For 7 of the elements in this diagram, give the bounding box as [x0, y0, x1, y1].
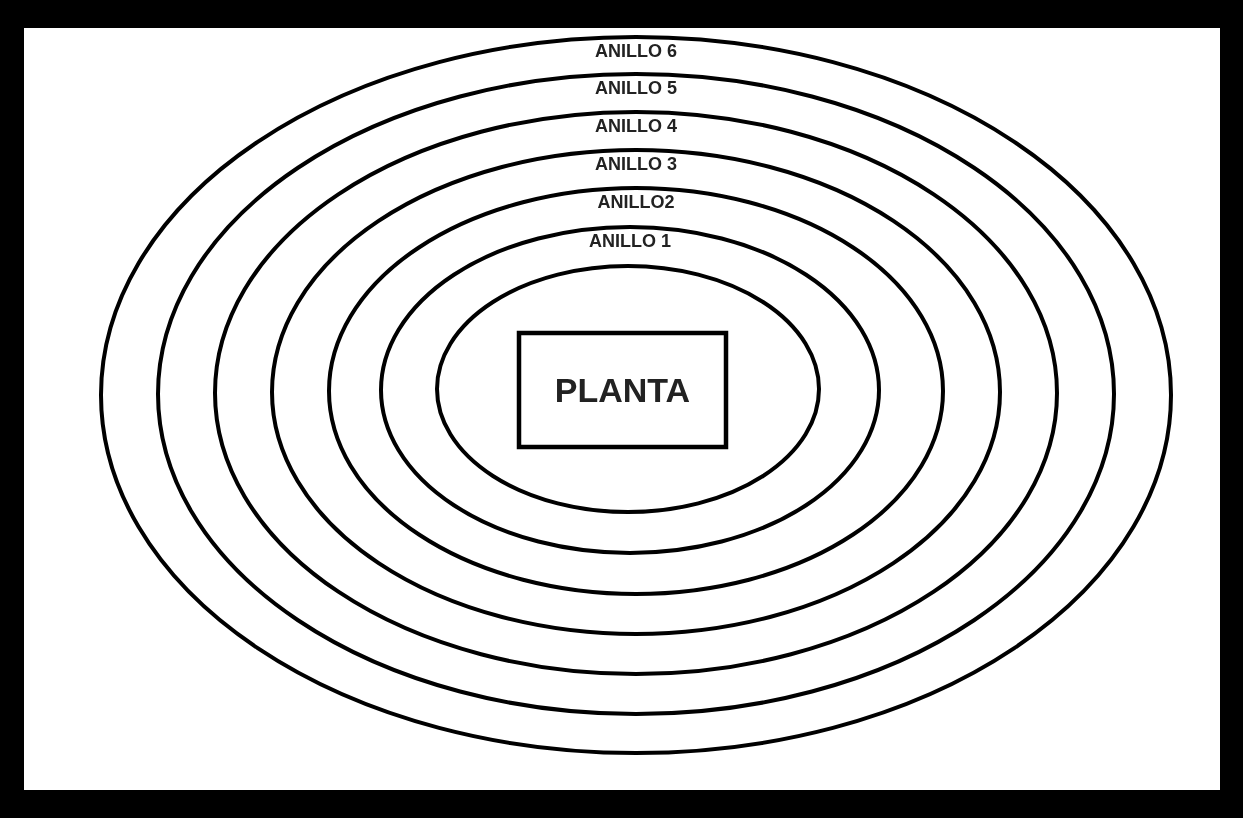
ring-label: ANILLO2 — [597, 192, 675, 213]
ring-label: ANILLO 1 — [589, 231, 671, 252]
ring-label: ANILLO 6 — [595, 41, 677, 62]
ring-label: ANILLO 4 — [595, 116, 677, 137]
ring-label: ANILLO 5 — [595, 78, 677, 99]
box-label: PLANTA — [554, 370, 691, 410]
ring-label: ANILLO 3 — [595, 154, 677, 175]
